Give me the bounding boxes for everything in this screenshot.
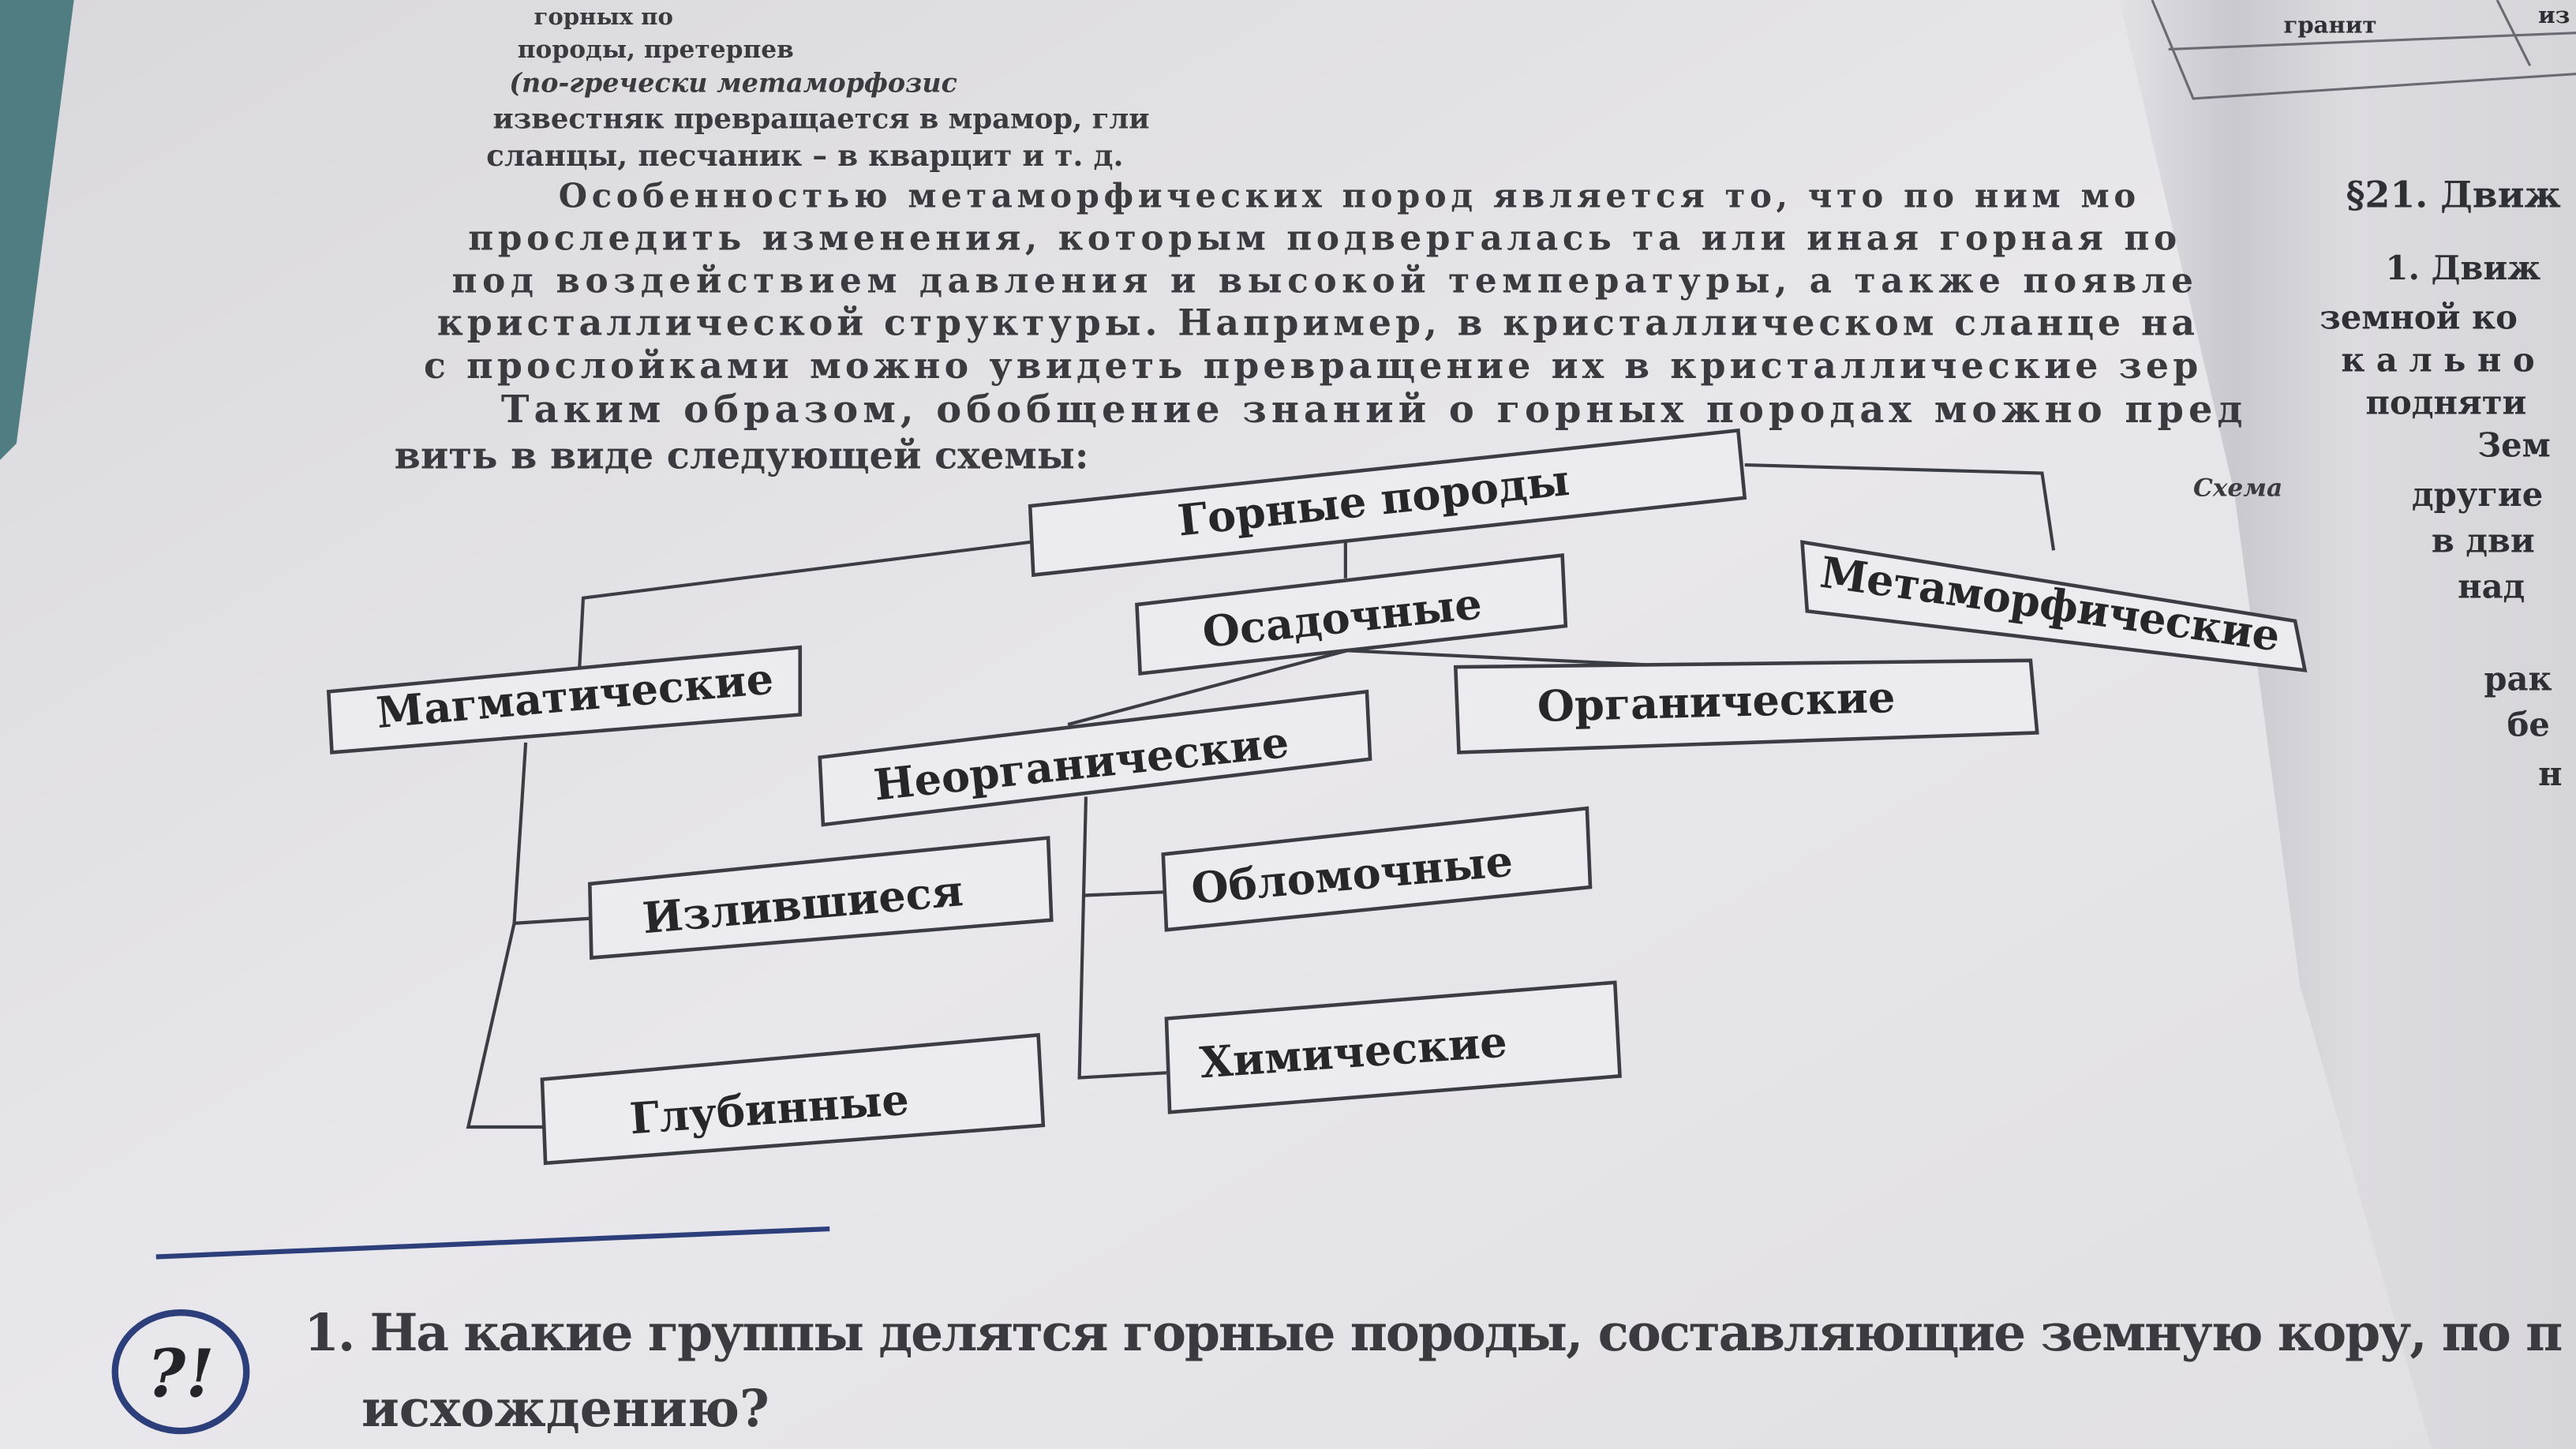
right-page-content: гранит из §21. Движ 1. Движ земной ко к … bbox=[2151, 0, 2576, 793]
section-title: §21. Движ bbox=[2346, 173, 2561, 215]
question-text-continued: исхождению? bbox=[361, 1379, 769, 1439]
text-line: (по-гречески метаморфозис bbox=[509, 68, 957, 99]
text-line: н bbox=[2538, 754, 2562, 793]
node-sedimentary: Осадочные bbox=[1135, 553, 1568, 676]
text-line: бе bbox=[2507, 706, 2550, 744]
text-line: другие bbox=[2412, 475, 2543, 514]
text-line: породы, претерпев bbox=[518, 36, 794, 64]
text-line: известняк превращается в мрамор, гли bbox=[492, 103, 1149, 135]
right-page bbox=[2119, 0, 2576, 1449]
text-line: горных по bbox=[534, 3, 673, 30]
desk-edge bbox=[0, 0, 74, 460]
text-line: над bbox=[2458, 567, 2525, 606]
table-cell: гранит bbox=[2283, 12, 2376, 39]
node-chemical: Химические bbox=[1164, 980, 1622, 1114]
text-line: сланцы, песчаник – в кварцит и т. д. bbox=[486, 138, 1123, 173]
node-label: Органические bbox=[1537, 672, 1896, 732]
text-line: с прослойками можно увидеть превращение … bbox=[424, 344, 2198, 387]
diagram-connectors bbox=[466, 463, 2056, 1129]
node-organic: Органические bbox=[1453, 658, 2039, 754]
text-line: подняти bbox=[2366, 384, 2527, 422]
text-line: вить в виде следующей схемы: bbox=[395, 433, 1089, 477]
text-line: Таким образом, обобщение знаний о горных… bbox=[501, 388, 2243, 432]
node-clastic: Обломочные bbox=[1161, 806, 1593, 932]
table-cell: из bbox=[2538, 2, 2570, 28]
text-line: в дви bbox=[2432, 521, 2535, 560]
question-icon: ?! bbox=[111, 1309, 250, 1435]
text-line: 1. Движ bbox=[2386, 249, 2541, 287]
text-line: кристаллической структуры. Например, в к… bbox=[437, 301, 2195, 344]
node-deep: Глубинные bbox=[540, 1032, 1046, 1166]
text-line: Зем bbox=[2477, 426, 2551, 465]
node-effusive: Излившиеся bbox=[587, 836, 1054, 960]
node-rocks: Горные породы bbox=[1028, 428, 1747, 578]
text-line: Особенностью метаморфических пород являе… bbox=[559, 176, 2136, 215]
question-mark-icon: ?! bbox=[147, 1335, 214, 1412]
scheme-label: Схема bbox=[2193, 474, 2282, 503]
text-line: под воздействием давления и высокой темп… bbox=[451, 261, 2193, 301]
section-divider bbox=[155, 1226, 830, 1260]
text-line: рак bbox=[2484, 659, 2552, 698]
question-text: 1. На какие группы делятся горные породы… bbox=[304, 1303, 2563, 1363]
body-text: горных по породы, претерпев (по-гречески… bbox=[395, 3, 2283, 502]
text-line: к а л ь н о bbox=[2341, 340, 2534, 379]
text-line: земной ко bbox=[2320, 298, 2518, 336]
node-magmatic: Магматические bbox=[326, 645, 803, 754]
